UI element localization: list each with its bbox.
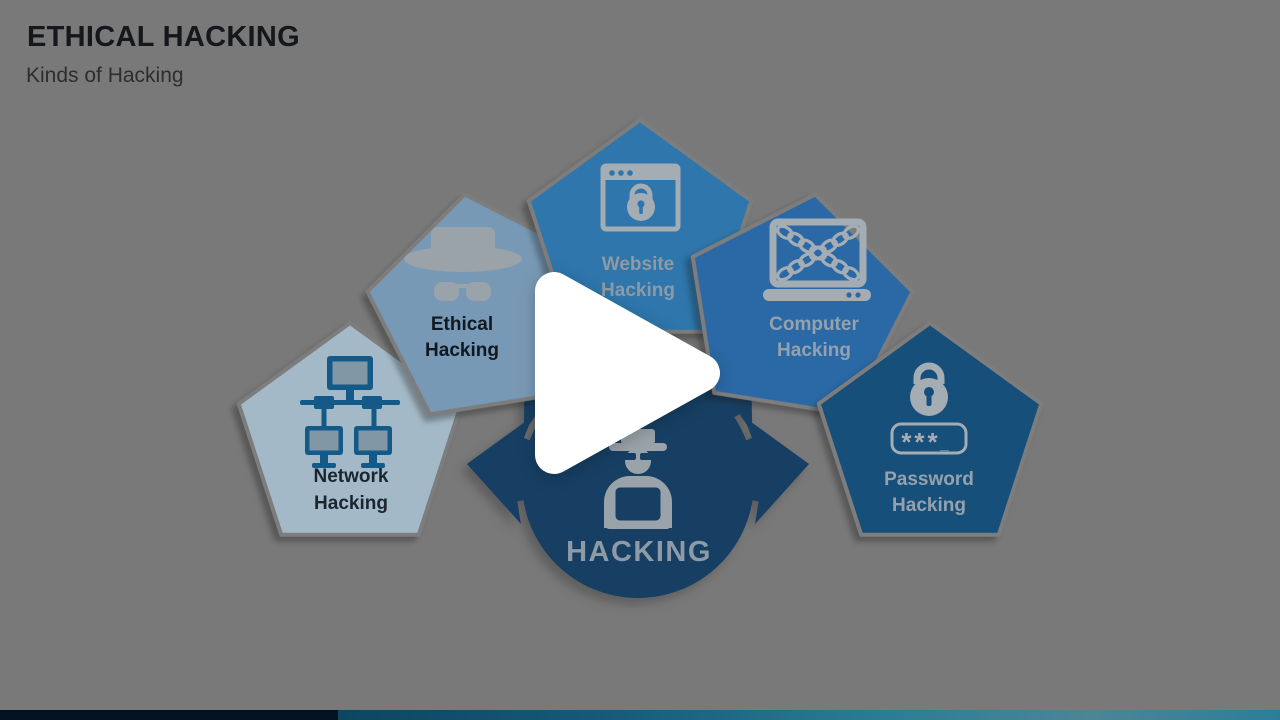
bottom-accent-bar <box>0 710 1280 720</box>
pentagon-computer-hacking: Computer Hacking <box>690 192 915 417</box>
play-button[interactable] <box>535 272 720 474</box>
pentagon-ethical-hacking: Ethical Hacking <box>365 192 590 417</box>
page-title: ETHICAL HACKING <box>27 21 301 53</box>
pentagon-label-line2: Hacking <box>425 340 499 361</box>
pentagon-network-hacking: Network Hacking <box>236 321 464 537</box>
network-icon <box>300 356 400 468</box>
hub-label: HACKING <box>566 536 712 568</box>
bottom-bar-navy-segment <box>0 710 338 720</box>
password-mask-text: *** <box>901 427 940 457</box>
browser-lock-icon <box>600 163 681 232</box>
pentagon-label-line1: Computer <box>769 314 859 335</box>
padlock-password-icon: *** _ <box>890 362 968 457</box>
pentagon-label-line2: Hacking <box>777 340 851 361</box>
arrow-left-icon <box>466 416 561 524</box>
pentagon-label-line2: Hacking <box>314 493 388 514</box>
bottom-bar-teal-segment <box>338 710 1280 720</box>
spy-hat-glasses-icon <box>404 227 522 301</box>
pentagon-label-line1: Password <box>884 469 974 490</box>
pentagon-label-line2: Hacking <box>601 280 675 301</box>
password-cursor: _ <box>939 436 950 453</box>
page-subtitle: Kinds of Hacking <box>26 64 184 87</box>
arrow-right-icon <box>715 416 810 524</box>
pentagon-label-line1: Ethical <box>431 314 493 335</box>
laptop-chains-icon <box>763 218 871 301</box>
pentagon-label-line2: Hacking <box>892 495 966 516</box>
pentagon-label-line1: Network <box>314 466 389 487</box>
pentagon-label-line1: Website <box>602 254 675 275</box>
password-field <box>890 422 968 455</box>
pentagon-password-hacking: *** _ Password Hacking <box>816 321 1044 537</box>
